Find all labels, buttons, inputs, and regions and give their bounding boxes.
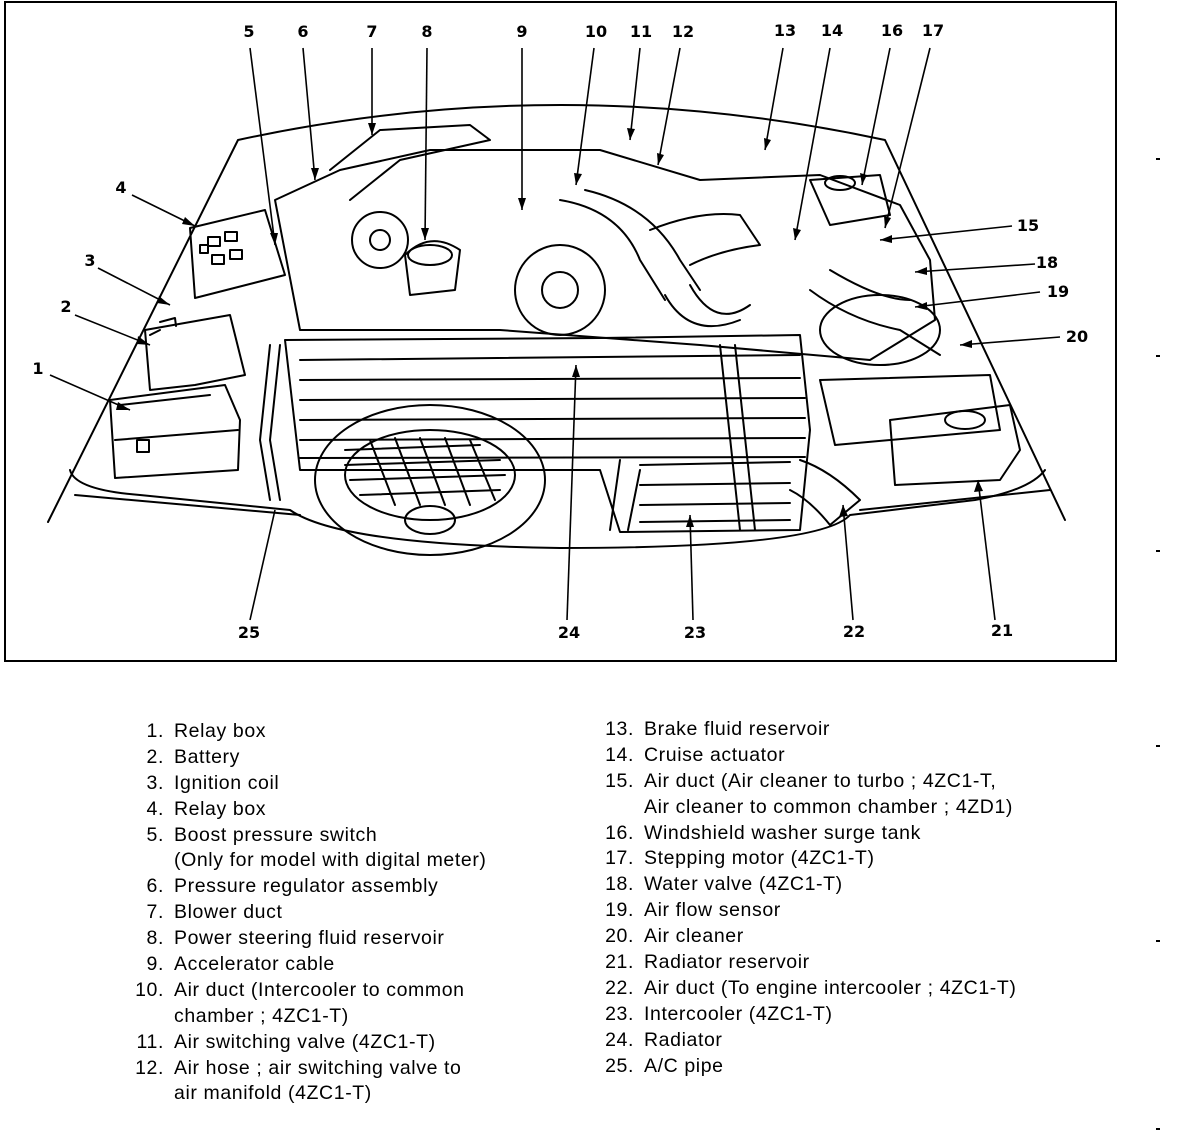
radiator-reservoir <box>889 404 1021 486</box>
legend-item: 11.Air switching valve (4ZC1-T) <box>136 1030 436 1053</box>
legend-item: 14.Cruise actuator <box>605 743 786 766</box>
air-cleaner <box>819 374 1001 446</box>
callout-17: 17 <box>921 21 945 40</box>
legend-item: 7.Blower duct <box>146 901 283 924</box>
callout-1: 1 <box>32 359 44 378</box>
fan-grille <box>344 437 506 506</box>
legend-item: 5.Boost pressure switch <box>146 823 378 846</box>
margin-tick <box>1156 550 1160 552</box>
callout-11: 11 <box>629 22 653 41</box>
legend-right: 13.Brake fluid reservoir 14.Cruise actua… <box>594 718 1114 1080</box>
legend-left: 1.Relay box 2.Battery 3.Ignition coil 4.… <box>124 720 574 1108</box>
legend-item: 1.Relay box <box>146 720 267 742</box>
legend-item: 22.Air duct (To engine intercooler ; 4ZC… <box>605 976 1017 999</box>
cooling-fan <box>314 404 546 556</box>
callout-3: 3 <box>84 251 96 270</box>
callout-9: 9 <box>516 22 528 41</box>
legend-item: 12.Air hose ; air switching valve to <box>135 1056 462 1079</box>
legend-item: 6.Pressure regulator assembly <box>146 875 439 898</box>
callout-15: 15 <box>1016 216 1040 235</box>
callout-25: 25 <box>237 623 261 642</box>
margin-tick <box>1156 745 1160 747</box>
legend-item: 23.Intercooler (4ZC1-T) <box>605 1002 833 1025</box>
legend-item: 21.Radiator reservoir <box>605 951 810 974</box>
legend-item: 3.Ignition coil <box>146 771 280 794</box>
callout-20: 20 <box>1065 327 1089 346</box>
legend-item: 13.Brake fluid reservoir <box>605 718 830 740</box>
legend-item-cont: (Only for model with digital meter) <box>174 849 487 872</box>
battery <box>144 314 246 391</box>
legend-item: 15.Air duct (Air cleaner to turbo ; 4ZC1… <box>605 769 997 792</box>
washer-tank <box>809 174 891 226</box>
legend-item: 16.Windshield washer surge tank <box>605 821 921 844</box>
callout-21: 21 <box>990 621 1014 640</box>
legend-item-cont: chamber ; 4ZC1-T) <box>174 1004 349 1027</box>
legend-item-cont: air manifold (4ZC1-T) <box>174 1082 372 1105</box>
callout-14: 14 <box>820 21 844 40</box>
callout-5: 5 <box>243 22 255 41</box>
callout-7: 7 <box>366 22 378 41</box>
radiator-core <box>284 334 811 533</box>
margin-tick <box>1156 940 1160 942</box>
callout-24: 24 <box>557 623 581 642</box>
legend-item: 2.Battery <box>146 745 240 768</box>
relay-box-1 <box>109 384 241 479</box>
legend-item-cont: Air cleaner to common chamber ; 4ZD1) <box>644 795 1013 818</box>
callout-13: 13 <box>773 21 797 40</box>
callout-6: 6 <box>297 22 309 41</box>
legend-item: 25.A/C pipe <box>605 1054 724 1077</box>
hood-outline <box>47 104 1066 523</box>
legend-item: 17.Stepping motor (4ZC1-T) <box>605 847 875 870</box>
legend-item: 20.Air cleaner <box>605 925 744 948</box>
callout-12: 12 <box>671 22 695 41</box>
legend-item: 24.Radiator <box>605 1028 723 1051</box>
margin-tick <box>1156 158 1160 160</box>
pulley <box>514 244 606 336</box>
legend-item: 18.Water valve (4ZC1-T) <box>605 873 843 896</box>
legend-item: 8.Power steering fluid reservoir <box>146 927 445 950</box>
callout-18: 18 <box>1035 253 1059 272</box>
engine-block <box>274 149 936 361</box>
legend-item: 9.Accelerator cable <box>146 953 335 976</box>
callout-4: 4 <box>115 178 127 197</box>
engine-compartment-illustration <box>47 47 1066 621</box>
legend-item: 10.Air duct (Intercooler to common <box>135 978 465 1001</box>
margin-tick <box>1156 1128 1160 1130</box>
callout-8: 8 <box>421 22 433 41</box>
bumper-outline <box>69 469 1046 549</box>
callout-2: 2 <box>60 297 72 316</box>
callout-22: 22 <box>842 622 866 641</box>
ac-pipe <box>259 344 281 501</box>
legend-item: 4.Relay box <box>146 797 267 820</box>
air-duct-10 <box>559 189 701 301</box>
air-duct-22 <box>789 459 861 526</box>
callout-10: 10 <box>584 22 608 41</box>
relay-box-4 <box>189 209 286 299</box>
margin-tick <box>1156 355 1160 357</box>
callout-19: 19 <box>1046 282 1070 301</box>
diagram-frame <box>4 1 1117 662</box>
callout-23: 23 <box>683 623 707 642</box>
callout-16: 16 <box>880 21 904 40</box>
legend-item: 19.Air flow sensor <box>605 899 781 922</box>
blower-duct <box>329 124 491 201</box>
